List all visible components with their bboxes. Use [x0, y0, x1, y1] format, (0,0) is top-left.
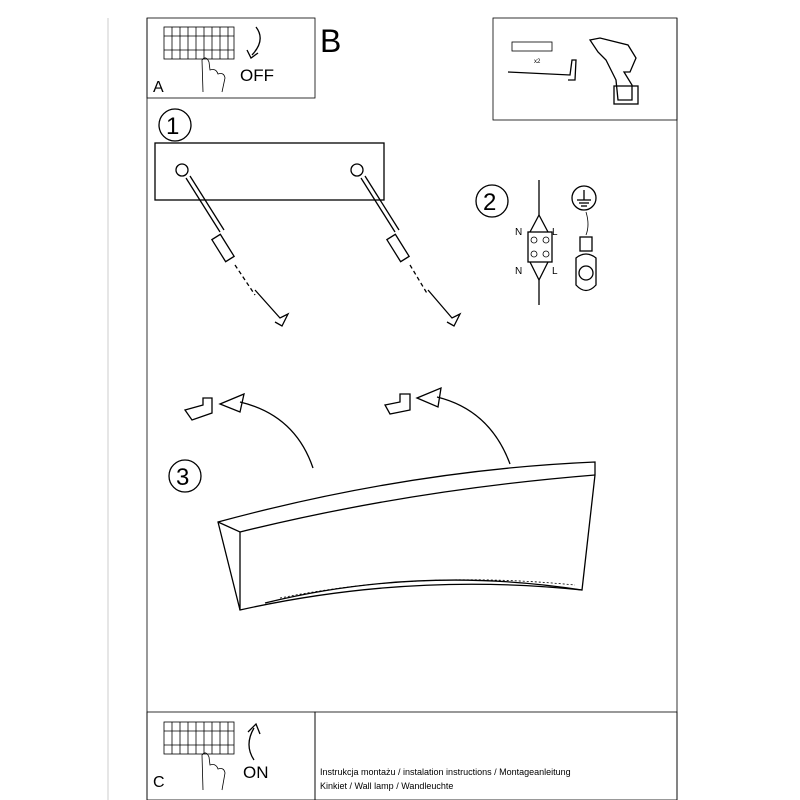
wall-plug-icon [511, 41, 553, 52]
wall-lamp-shade [217, 461, 596, 611]
neutral-label-bottom: N [515, 266, 522, 277]
neutral-label-top: N [515, 227, 522, 238]
step-3-badge [168, 459, 202, 493]
bracket-right [383, 393, 411, 415]
step-1-badge [158, 108, 192, 142]
step-2-badge [475, 184, 509, 218]
live-label-top: L [552, 227, 558, 238]
terminal-block-icon [527, 180, 553, 305]
hand-icon [201, 752, 226, 791]
circuit-breaker-icon [163, 721, 235, 755]
footer-subtitle: Kinkiet / Wall lamp / Wandleuchte [320, 781, 453, 791]
action-on: ON [243, 763, 269, 782]
circuit-breaker-icon [163, 26, 235, 60]
drill-icon [588, 37, 639, 105]
panel-c: ON C [146, 711, 316, 800]
panel-label-a: A [153, 79, 164, 96]
step-1-number: 1 [166, 113, 179, 140]
wall-section [154, 142, 385, 201]
mounting-screw-left [175, 163, 290, 327]
panel-label-b: B [320, 23, 341, 59]
ground-symbol-icon [571, 185, 597, 236]
step-2-number: 2 [483, 189, 496, 216]
panel-a: OFF A [146, 17, 316, 99]
hook-screw-icon [507, 59, 577, 81]
footer-box [314, 711, 678, 800]
footer-title: Instrukcja montażu / instalation instruc… [320, 767, 571, 777]
step-3-number: 3 [176, 464, 189, 491]
arrow-left [239, 401, 314, 469]
bracket-left [183, 397, 213, 421]
panel-label-c: C [153, 774, 165, 791]
quantity: x2 [534, 59, 541, 65]
action-off: OFF [240, 66, 274, 85]
mounting-screw-right [350, 163, 462, 327]
ground-terminal-icon [575, 236, 597, 292]
arrow-down-icon [251, 26, 261, 56]
tools-panel: x2 [492, 17, 678, 121]
arrow-right [436, 396, 511, 465]
hand-icon [201, 57, 226, 93]
arrow-up-icon [248, 727, 255, 761]
live-label-bottom: L [552, 266, 558, 277]
